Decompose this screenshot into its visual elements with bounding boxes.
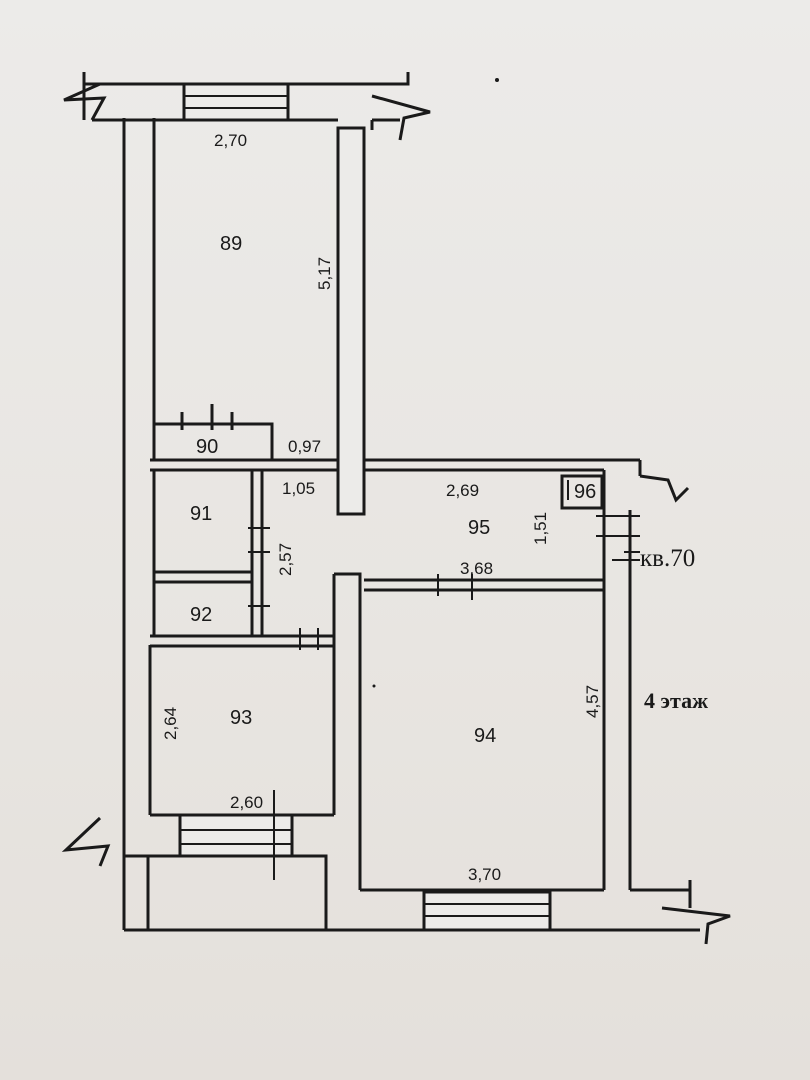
dim-room-93-width: 2,60: [230, 793, 263, 812]
room-91-92-walls: [152, 470, 270, 636]
window-room-94: [422, 890, 552, 932]
stray-dot: [495, 78, 499, 82]
dim-room-89-width: 2,70: [214, 131, 247, 150]
room-92-label: 92: [190, 604, 212, 626]
dim-hall-length: 2,57: [276, 543, 295, 576]
room-94-bottom-wall: [124, 880, 731, 945]
room-96-walls: [560, 474, 604, 510]
dim-room-93-length: 2,64: [161, 707, 180, 740]
balcony-block: [146, 854, 328, 932]
dim-room-94-top: 3,68: [460, 559, 493, 578]
room-93-top-wall: [150, 628, 334, 650]
dimension-labels: 2,70 5,17 0,97 1,05 2,69 1,51 2,57 3,68 …: [161, 131, 602, 884]
dim-corridor-width: 1,05: [282, 479, 315, 498]
stray-dot: [372, 684, 376, 688]
apartment-label: кв.70: [640, 545, 695, 572]
dim-room-94-width: 3,70: [468, 865, 501, 884]
room-93-label: 93: [230, 707, 252, 729]
window-room-93: [178, 790, 294, 880]
room-90-walls: [154, 404, 274, 460]
partition-column-lower: [332, 572, 362, 890]
corridor-wall-upper: [150, 458, 690, 510]
dim-room-95-width: 1,51: [531, 512, 550, 545]
floor-label: 4 этаж: [644, 688, 708, 713]
partition-column-upper: [336, 126, 366, 516]
outer-wall-right: [596, 510, 640, 890]
room-89-label: 89: [220, 233, 242, 255]
room-90-label: 90: [196, 436, 218, 458]
dim-room-89-length: 5,17: [315, 257, 334, 290]
room-labels: 89 90 91 92 93 94 95 96: [190, 233, 596, 747]
window-top: [182, 82, 290, 122]
dim-room-90-width: 0,97: [288, 437, 321, 456]
room-95-label: 95: [468, 517, 490, 539]
dim-room-94-length: 4,57: [583, 685, 602, 718]
room-96-label: 96: [574, 481, 596, 503]
room-91-label: 91: [190, 503, 212, 525]
room-94-label: 94: [474, 725, 496, 747]
room-94-top-wall: [364, 574, 606, 890]
outer-wall-left: [122, 118, 156, 930]
dim-room-95-length: 2,69: [446, 481, 479, 500]
